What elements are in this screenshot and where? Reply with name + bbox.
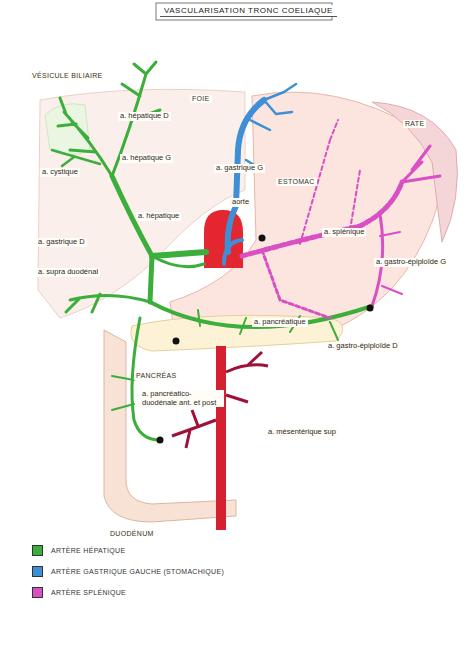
organ-label: DUODÉNUM [108,530,156,538]
organ-label: VÉSICULE BILIAIRE [30,72,104,80]
organ-label: ESTOMAC [276,178,317,186]
stomach-outline [170,92,440,347]
artery-label: aorte [230,198,251,207]
organ-label: PANCRÉAS [134,372,178,380]
organ-label: FOIE [190,95,212,103]
spleen-outline [372,102,457,242]
legend-row: ARTÈRE HÉPATIQUE [32,545,125,556]
legend-swatch [32,587,43,598]
legend-row: ARTÈRE SPLÉNIQUE [32,587,126,598]
artery-label: a. cystique [40,168,80,177]
legend-row: ARTÈRE GASTRIQUE GAUCHE (STOMACHIQUE) [32,566,224,577]
diagram-title: VASCULARISATION TRONC COELIAQUE [160,5,337,17]
anastomosis-dot [157,235,374,444]
artery-label: a. splénique [322,228,366,237]
artery-label: a. gastrique G [214,164,265,173]
hepatic-artery [52,62,372,440]
left-gastric-artery [224,84,296,264]
artery-label: a. pancréatique [252,318,308,327]
artery-label: a. hépatique [136,212,181,221]
artery-label: a. hépatique D [118,112,171,121]
artery-label: a. hépatique G [120,154,173,163]
artery-label: a. mésentérique sup [266,428,338,437]
aorta [204,210,243,268]
legend-text: ARTÈRE GASTRIQUE GAUCHE (STOMACHIQUE) [51,568,224,575]
splenic-artery [242,120,440,318]
artery-label: a. gastro-épiploïde G [374,258,448,267]
legend-text: ARTÈRE SPLÉNIQUE [51,589,126,596]
mesenteric-artery [172,346,268,530]
organ-label: RATE [403,120,426,128]
artery-label: a. gastro-épiploïde D [326,342,400,351]
gallbladder-outline [45,104,90,155]
artery-label: a. gastrique D [36,238,87,247]
legend-swatch [32,566,43,577]
artery-label: a. pancréatico-duodénale ant. et post [140,390,224,407]
legend-text: ARTÈRE HÉPATIQUE [51,547,125,554]
legend-swatch [32,545,43,556]
artery-label: a. supra duodénal [36,268,100,277]
